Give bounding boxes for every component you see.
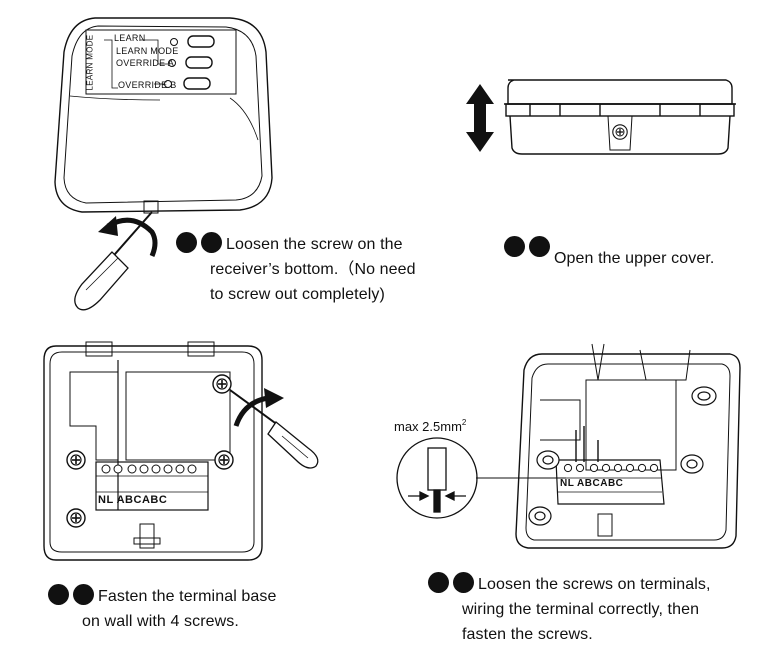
step-bullet-icon bbox=[529, 236, 550, 257]
screwdriver-icon bbox=[229, 389, 319, 469]
step-bullet-icon bbox=[453, 572, 474, 593]
label-learn-mode: LEARN MODE bbox=[116, 46, 179, 56]
step-1-caption: Loosen the screw on the receiver’s botto… bbox=[176, 232, 416, 307]
step-bullet-icon bbox=[73, 584, 94, 605]
terminal-label-wiring: NL ABCABC bbox=[560, 478, 624, 489]
receiver-side bbox=[504, 79, 736, 155]
terminal-screws-wiring bbox=[563, 463, 659, 473]
label-override-b: OVERRIDE B bbox=[118, 80, 177, 90]
step-bullet-icon bbox=[48, 584, 69, 605]
wire-spec-label: max 2.5mm2 bbox=[394, 418, 467, 434]
step-bullet-icon bbox=[428, 572, 449, 593]
terminal-screws-base bbox=[101, 464, 197, 474]
step-bullet-icon bbox=[201, 232, 222, 253]
up-down-arrow-icon bbox=[466, 84, 494, 152]
step-4-caption: Loosen the screws on terminals, wiring t… bbox=[428, 572, 711, 647]
mounting-holes bbox=[528, 386, 717, 526]
screwdriver-icon bbox=[74, 211, 153, 311]
step-bullet-icon bbox=[176, 232, 197, 253]
step-2-caption: Open the upper cover. bbox=[504, 236, 714, 271]
terminal-base-iso bbox=[515, 343, 741, 549]
rotate-arrow-icon bbox=[98, 216, 158, 257]
label-override-a: OVERRIDE A bbox=[116, 58, 175, 68]
step-3-caption: Fasten the terminal base on wall with 4 … bbox=[48, 584, 277, 634]
terminal-base bbox=[43, 341, 263, 561]
wire-detail bbox=[396, 437, 566, 519]
terminal-label-base: NL ABCABC bbox=[98, 494, 168, 506]
screw-icon bbox=[612, 124, 628, 140]
label-learn: LEARN bbox=[114, 33, 146, 43]
rotate-arrow-icon bbox=[233, 388, 284, 427]
label-side-learn-mode: LEARN MODE bbox=[85, 34, 95, 91]
step-bullet-icon bbox=[504, 236, 525, 257]
